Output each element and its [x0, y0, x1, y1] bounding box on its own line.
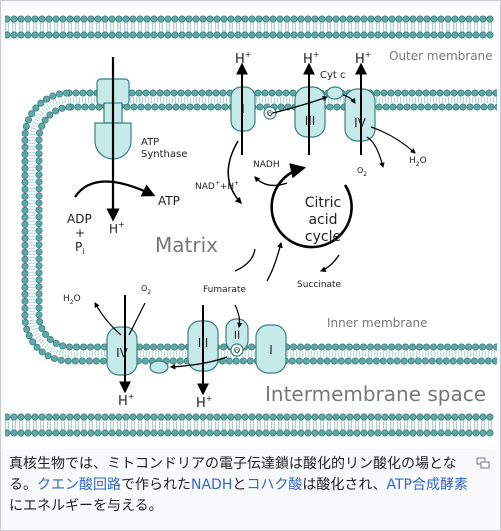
o2-top-label: O2 [357, 166, 367, 178]
h-plus-top-3: H+ [355, 50, 371, 67]
citric-label-1: Citric [305, 195, 342, 211]
adp-plus: + [75, 226, 85, 240]
coenzyme-q-bottom [230, 343, 244, 357]
figure-caption: 真核生物では、ミトコンドリアの電子伝達鎖は酸化的リン酸化の場となる。クエン酸回路… [9, 454, 471, 517]
atp-synthase-label-1: ATP [141, 137, 159, 148]
coenzyme-q-top [263, 106, 277, 120]
outer-membrane-label: Outer membrane [389, 49, 493, 63]
h-plus-matrix-atp: H+ [109, 220, 125, 236]
caption-text-2: で作られた [121, 477, 191, 493]
caption-text-3: と [232, 477, 247, 493]
arrows [74, 57, 416, 396]
outer-membrane-top [5, 15, 494, 39]
caption-text-5: にエネルギーを与える。 [9, 498, 163, 514]
citric-label-2: acid [308, 212, 337, 228]
adp-label: ADP [67, 212, 92, 226]
diagram-image[interactable]: Citric acid cycle [5, 5, 497, 449]
fumarate-label: Fumarate [203, 285, 246, 295]
citric-acid-cycle-link[interactable]: クエン酸回路 [37, 477, 121, 493]
complex-iv-bottom-label: IV [116, 346, 129, 360]
complex-iii-bottom-label: III [198, 336, 209, 350]
q-top-label: Q [268, 112, 272, 118]
complex-i-top-label: I [241, 102, 245, 116]
atp-synthase-label-2: Synthase [141, 149, 187, 160]
caption-text-4: は酸化され、 [302, 477, 387, 493]
cytochrome-c-top [326, 86, 344, 100]
electron-transport-chain-diagram: Citric acid cycle [5, 15, 497, 437]
enlarge-icon[interactable] [476, 457, 490, 469]
complex-iv-bottom [106, 326, 138, 376]
succinate-label: Succinate [297, 280, 342, 290]
atp-synthase-link[interactable]: ATP合成酵素 [386, 477, 468, 493]
complex-iv-top-label: IV [354, 116, 367, 130]
inner-membrane-label: Inner membrane [327, 316, 428, 330]
nadh-label: NADH [253, 160, 280, 170]
atp-label: ATP [158, 194, 180, 208]
h-plus-top-2: H+ [303, 50, 319, 67]
cyt-c-label: Cyt c [320, 70, 346, 81]
matrix-label: Matrix [155, 233, 218, 257]
citric-acid-cycle: Citric acid cycle [270, 163, 353, 249]
h2o-bottom-label: H2O [63, 294, 81, 306]
o2-bottom-label: O2 [141, 284, 151, 296]
nadh-link[interactable]: NADH [191, 477, 233, 493]
citric-label-3: cycle [305, 229, 341, 245]
complex-iii-top-label: III [305, 114, 316, 128]
complex-ii-bottom-label: II [234, 329, 241, 342]
outer-membrane-bottom [5, 413, 494, 437]
h-plus-bottom-1: H+ [118, 392, 134, 409]
h2o-top-label: H2O [409, 156, 427, 168]
complex-i-bottom-label: I [269, 343, 273, 357]
pi-label: Pi [75, 240, 84, 256]
intermembrane-space-label: Intermembrane space [265, 382, 486, 406]
q-bottom-label: Q [235, 349, 239, 355]
nad-label: NAD++H+ [195, 180, 239, 192]
succinate-link[interactable]: コハク酸 [246, 477, 303, 493]
complex-i-bottom [255, 324, 287, 374]
h-plus-bottom-2: H+ [196, 394, 212, 411]
cytochrome-c-bottom [149, 360, 169, 374]
caption-text-1: 真核生物では、ミトコンドリアの電子伝達鎖は酸化的リン酸化の場となる。 [9, 456, 457, 493]
h-plus-top-1: H+ [235, 50, 251, 67]
